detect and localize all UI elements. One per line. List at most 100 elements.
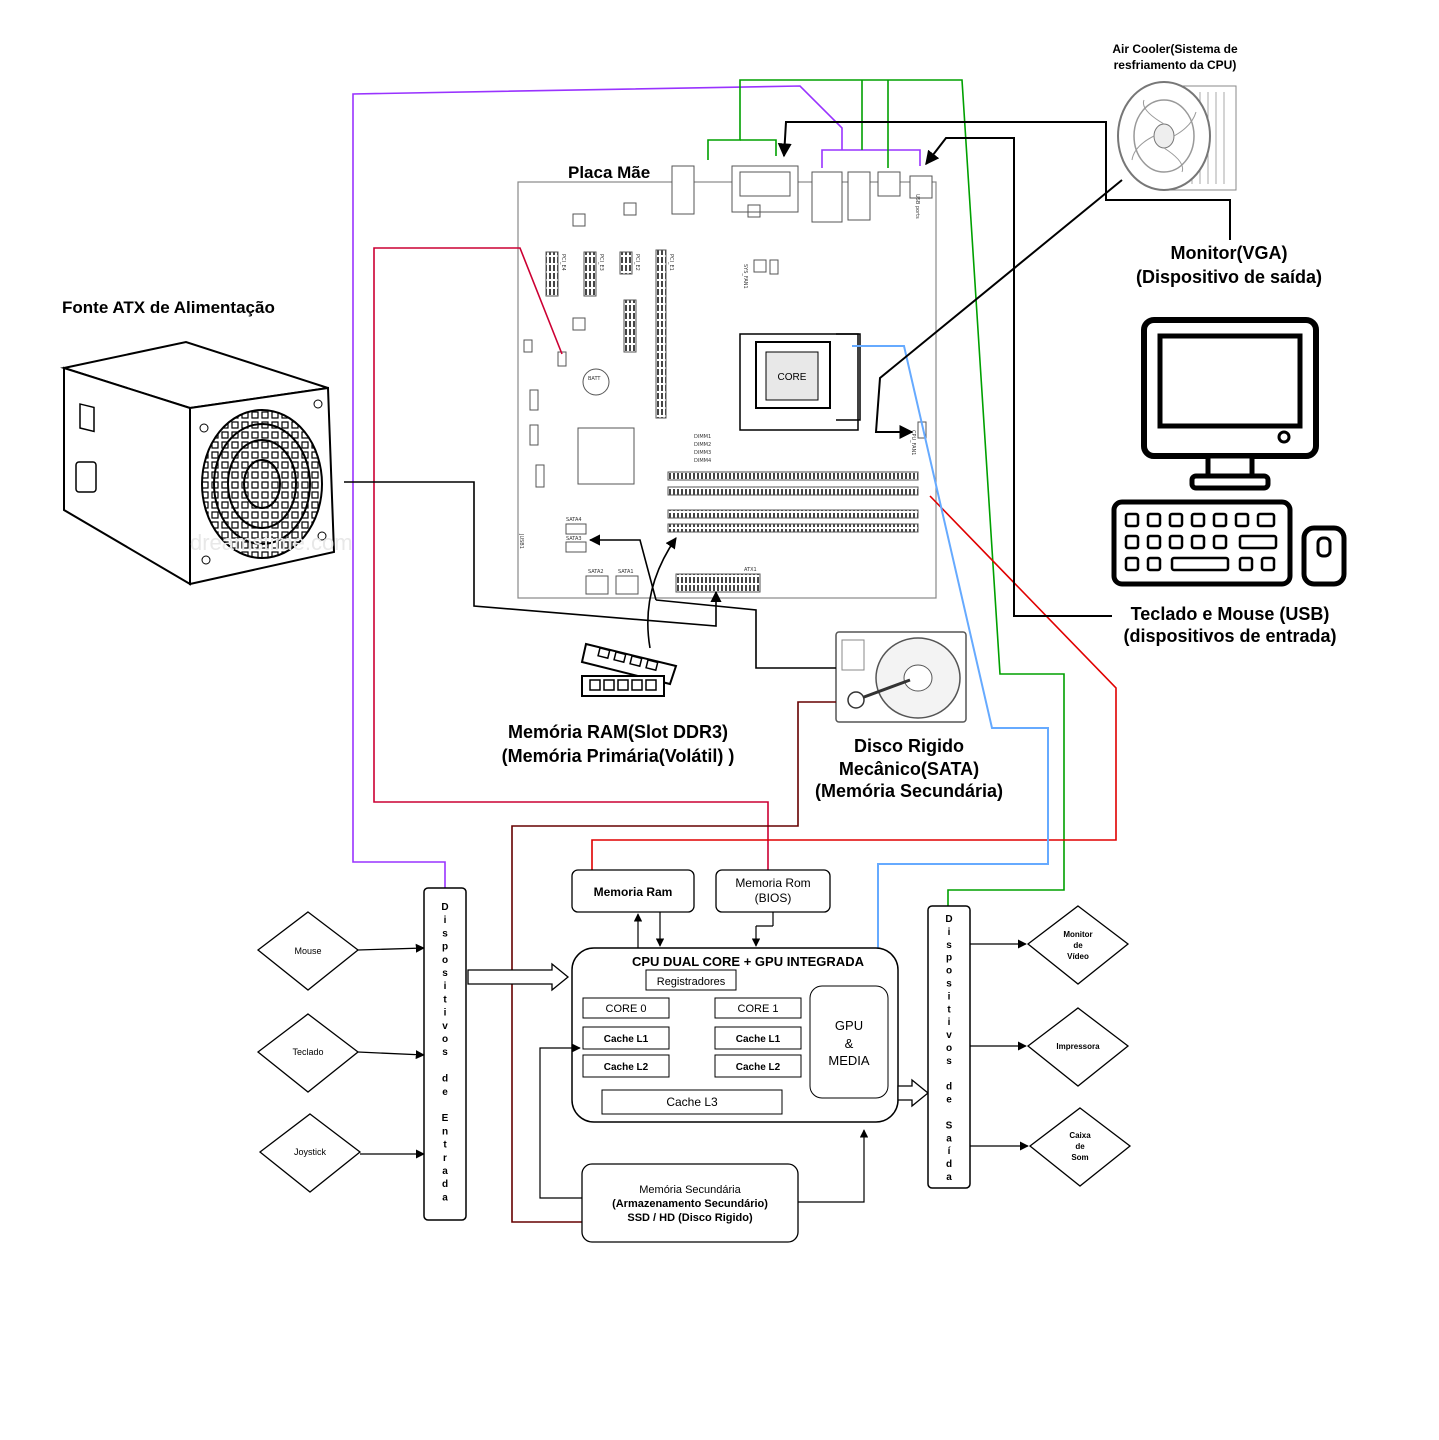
hdd-wire [655,599,836,669]
pcie2-label: PCI_E2 [634,254,640,271]
gpu-box [809,985,889,1099]
output-bar-letter: s [946,940,952,951]
cooler-wire [874,179,1123,439]
output-bar-letter: D [945,914,952,925]
input-bar-letter: s [442,928,448,939]
air-cooler-label-1: Air Cooler(Sistema de [1112,42,1238,56]
dimm3-label: DIMM3 [694,450,711,456]
output-diamond-printer [1026,1007,1130,1087]
green-wire-branch [740,139,777,156]
kbd-mouse-label-1: Teclado e Mouse (USB) [1131,604,1330,624]
input-diamond-joystick [258,1113,362,1193]
ram-label-1: Memória RAM(Slot DDR3) [508,722,728,742]
output-devices: Monitor de Vídeo Impressora Caixa de Som [1026,905,1132,1187]
core0-box [582,997,670,1019]
sata2-label: SATA2 [588,569,604,575]
cache-l3-label: Cache L3 [666,1095,718,1109]
secondary-memory-label-1: Memória Secundária [639,1184,741,1196]
output-bar-letter: d [946,1159,952,1170]
secondary-memory-box [581,1163,799,1243]
output-speaker-label-3: Som [1071,1153,1088,1162]
input-bar-letter: s [442,968,448,979]
dimm1-label: DIMM1 [694,434,711,440]
gpu-label-1: GPU [835,1018,863,1033]
input-bar-letter: t [443,994,447,1005]
output-bar-letter: e [946,1095,952,1106]
darkred-wire [511,701,836,1223]
core1-box [714,997,802,1019]
cache-l2-a-box [582,1054,670,1078]
pcie1-label: PCI_E1 [668,254,674,271]
input-devices: Mouse Teclado Joystick [256,911,362,1193]
connector-lines [344,79,1231,1223]
purple-wire [352,85,843,888]
input-bar-letter: d [442,1074,448,1085]
psu-watermark: dreamstime.com [190,530,353,555]
dimm4-label: DIMM4 [694,458,711,464]
crimson-wire [373,247,769,870]
motherboard-illustration: CORE CPU_FAN1 SYS_FAN1 DIMM1 DIMM2 DIMM3… [517,165,937,599]
output-bar-letter: s [946,1056,952,1067]
atx-label: ATX1 [744,567,757,573]
secondary-memory-label-2: (Armazenamento Secundário) [612,1198,768,1210]
input-to-cpu-arrow [467,962,570,992]
memoria-rom-label-1: Memoria Rom [735,876,810,890]
output-bar-letter: a [946,1133,952,1144]
monitor-wire [777,121,1231,240]
cache-l3-box [601,1089,783,1115]
kbd-mouse-label-2: (dispositivos de entrada) [1123,626,1336,646]
input-bar-letter: a [442,1192,448,1203]
cache-l1-a-label: Cache L1 [604,1034,649,1045]
input-bar-letter: e [442,1087,448,1098]
batt-label: BATT [588,376,601,382]
output-bar-letter: o [946,1043,952,1054]
psu-wire [344,481,722,627]
input-keyboard-label: Teclado [292,1047,323,1057]
gpu-label-3: MEDIA [828,1053,870,1068]
output-bar [927,905,971,1189]
input-bar-letter: d [442,1179,448,1190]
red-wire [591,495,1117,870]
output-speaker-label-1: Caixa [1069,1131,1091,1140]
input-diamond-keyboard [256,1013,360,1093]
cache-l2-a-label: Cache L2 [604,1062,649,1073]
input-bar-letter: D [441,902,448,913]
sata4-label: SATA4 [566,517,582,523]
output-monitor-label-1: Monitor [1063,930,1092,939]
output-bar-letter: p [946,953,952,964]
monitor-label-2: (Dispositivo de saída) [1136,267,1322,287]
core0-label: CORE 0 [606,1003,647,1015]
sys-fan-label: SYS_FAN1 [742,264,748,289]
pcie4-label: PCI_E4 [560,254,566,271]
motherboard-label: Placa Mãe [568,163,650,182]
mouse-icon [1301,525,1347,587]
green-wire [707,79,1065,906]
input-bar-letter: o [442,955,448,966]
cache-l2-b-label: Cache L2 [736,1062,781,1073]
output-bar-letter: i [948,991,951,1002]
purple-wire-branch [821,149,921,168]
sata3-label: SATA3 [566,536,582,542]
usb-ports-label: USB ports [914,194,920,219]
core1-label: CORE 1 [738,1003,779,1015]
hdd-label-3: (Memória Secundária) [815,781,1003,801]
input-bar-letter: i [444,1008,447,1019]
registradores-box [645,969,737,991]
pcie3-label: PCI_E3 [598,254,604,271]
output-bar-letter: d [946,1082,952,1093]
input-bar-letter: i [444,915,447,926]
output-bar-letter: i [948,927,951,938]
psu-illustration: dreamstime.com [60,340,353,586]
output-bar-letter: S [946,1120,953,1131]
output-speaker-label-2: de [1075,1142,1085,1151]
input-bar-letter: i [444,981,447,992]
output-bar-letter: o [946,966,952,977]
hdd-label-2: Mecânico(SATA) [839,759,979,779]
cache-l1-b-label: Cache L1 [736,1034,781,1045]
output-printer-label: Impressora [1056,1042,1100,1051]
input-bar-letter: t [443,1140,447,1151]
registradores-label: Registradores [657,976,726,988]
